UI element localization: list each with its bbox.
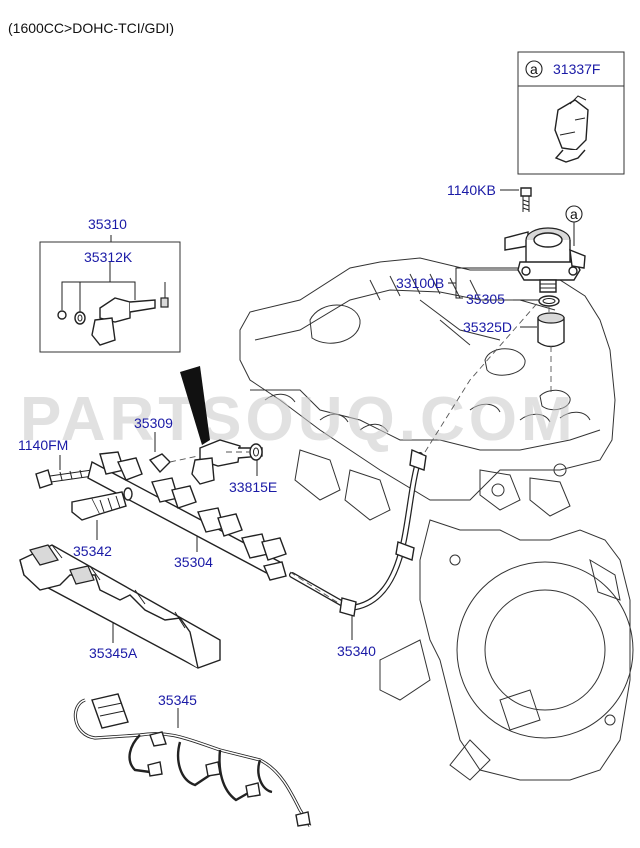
- label-33100B: 33100B: [396, 275, 444, 291]
- engine-header: (1600CC>DOHC-TCI/GDI): [8, 20, 174, 36]
- label-33815E: 33815E: [229, 479, 277, 495]
- injector-kit-box-35310: [39, 241, 181, 353]
- label-35325D: 35325D: [463, 319, 512, 335]
- injector-35309: [148, 366, 263, 485]
- label-35309: 35309: [134, 415, 173, 431]
- label-35342: 35342: [73, 543, 112, 559]
- label-31337F: 31337F: [553, 61, 600, 77]
- label-1140FM: 1140FM: [18, 437, 68, 453]
- label-35312K: 35312K: [84, 249, 133, 265]
- wiring-harness-35345: [73, 693, 312, 827]
- engine-block-drawing: [239, 257, 634, 781]
- inset-circle-letter: a: [530, 61, 538, 77]
- label-35304: 35304: [174, 554, 213, 570]
- label-35340: 35340: [337, 643, 376, 659]
- injector-cover-35345A: [19, 544, 221, 669]
- label-35345: 35345: [158, 692, 197, 708]
- label-35305: 35305: [466, 291, 505, 307]
- label-1140KB: 1140KB: [447, 182, 496, 198]
- high-pressure-pump-33100B: a: [504, 187, 586, 395]
- inset-box-31337F: a 31337F: [517, 51, 625, 175]
- watermark: PARTSOUQ.COM: [20, 385, 577, 454]
- label-35345A: 35345A: [89, 645, 138, 661]
- pump-circle-letter: a: [570, 206, 578, 222]
- fuel-rail-35304: [35, 451, 287, 581]
- label-35310: 35310: [88, 216, 127, 232]
- fuel-line-35340: [289, 299, 541, 617]
